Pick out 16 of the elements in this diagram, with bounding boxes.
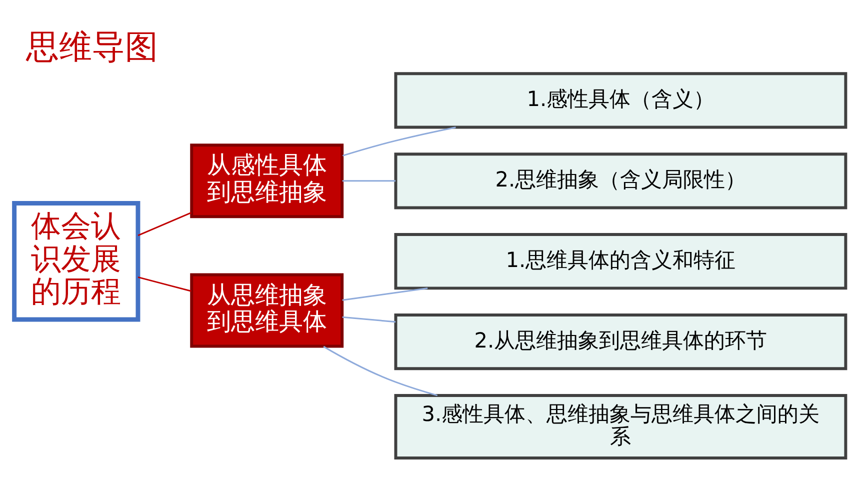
- node-box: 1.感性具体（含义）: [394, 72, 848, 129]
- node-box: 体会认识发展的历程: [12, 201, 140, 322]
- node-box: 2.从思维抽象到思维具体的环节: [394, 314, 848, 370]
- node-box: 从思维抽象到思维具体: [190, 273, 344, 348]
- diagram-title: 思维导图: [26, 28, 158, 66]
- node-box: 3.感性具体、思维抽象与思维具体之间的关系: [394, 394, 848, 460]
- connector: [342, 126, 456, 156]
- connector: [342, 316, 396, 323]
- node-box: 1.思维具体的含义和特征: [394, 233, 848, 290]
- connector: [138, 212, 192, 236]
- connector: [342, 287, 428, 301]
- connector: [138, 276, 192, 292]
- node-box: 2.思维抽象（含义局限性）: [394, 152, 848, 210]
- node-box: 从感性具体到思维抽象: [190, 144, 344, 218]
- connector: [323, 346, 438, 396]
- connector: [342, 180, 396, 182]
